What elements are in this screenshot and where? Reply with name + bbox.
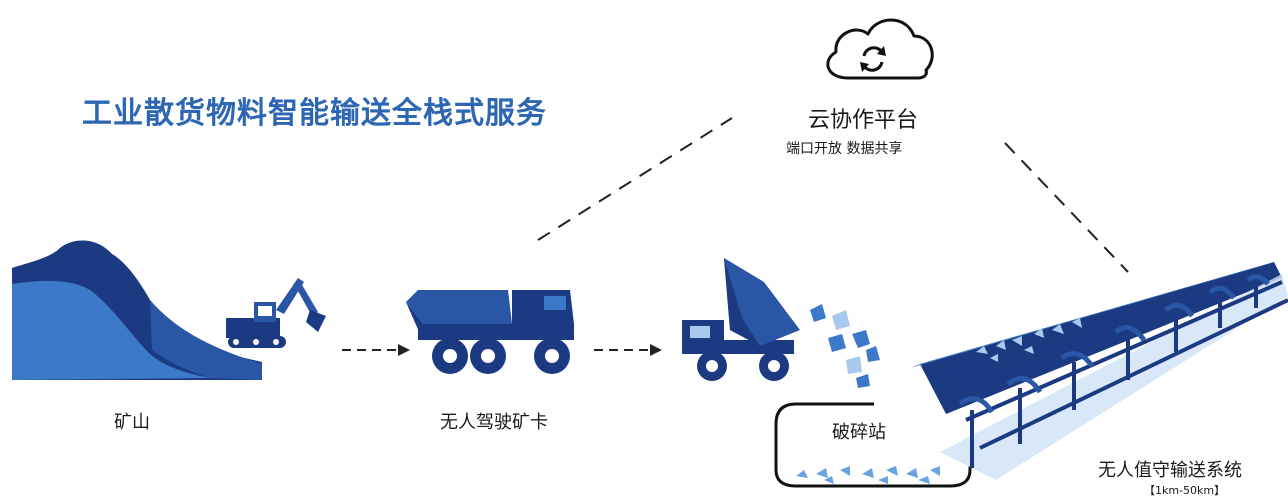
conveyor-label: 无人值守输送系统	[1098, 460, 1242, 481]
cloud-platform-name: 云协作平台	[808, 108, 919, 133]
cloud-sync-icon	[826, 18, 934, 80]
dump-truck-icon	[682, 258, 800, 381]
page-title: 工业散货物料智能输送全栈式服务	[82, 96, 547, 131]
truck-label: 无人驾驶矿卡	[440, 412, 548, 433]
flow-arrow-2	[594, 344, 662, 356]
falling-ore-icon	[810, 304, 880, 388]
cloud-link-left	[537, 117, 733, 241]
conveyor-icon	[910, 262, 1288, 480]
cloud-link-right	[1004, 142, 1129, 273]
mine-label: 矿山	[114, 412, 150, 433]
excavator-icon	[226, 278, 326, 348]
mining-truck-icon	[406, 290, 574, 374]
crusher-bin-icon	[774, 402, 972, 488]
mine-mountain-icon	[12, 240, 262, 380]
conveyor-range-label: 【1km-50km】	[1144, 484, 1226, 497]
cloud-platform-subtitle: 端口开放 数据共享	[786, 141, 903, 157]
flow-arrow-1	[342, 344, 410, 356]
crusher-label: 破碎站	[832, 422, 886, 443]
